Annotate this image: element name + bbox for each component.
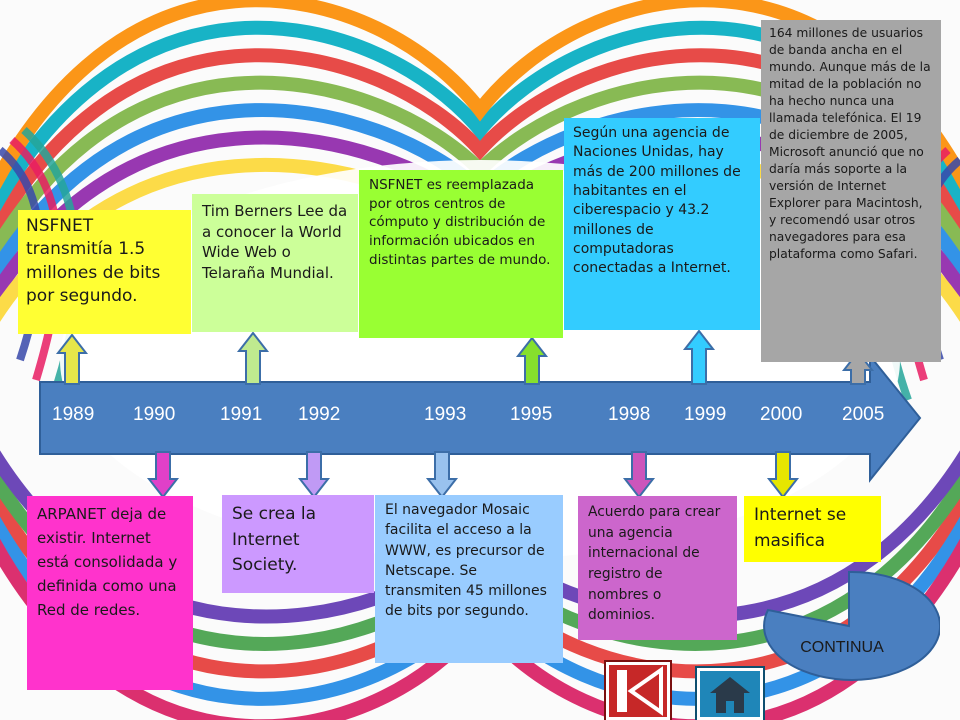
home-icon [710, 677, 750, 713]
year-label-1993: 1993 [424, 404, 467, 425]
year-label-1990: 1990 [133, 404, 176, 425]
event-1990: ARPANET deja de existir. Internet está c… [27, 496, 193, 690]
event-1999-text: Según una agencia de Naciones Unidas, ha… [573, 125, 741, 277]
event-1993-text: El navegador Mosaic facilita el acceso a… [385, 502, 547, 620]
event-1998-text: Acuerdo para crear una agencia internaci… [588, 504, 721, 624]
event-1999: Según una agencia de Naciones Unidas, ha… [564, 118, 760, 330]
continue-label: CONTINUA [800, 639, 884, 656]
home-button[interactable] [697, 668, 763, 720]
event-1989: NSFNET transmitía 1.5 millones de bits p… [18, 210, 191, 334]
year-label-1995: 1995 [510, 404, 553, 425]
event-1993: El navegador Mosaic facilita el acceso a… [375, 495, 563, 663]
event-1989-text: NSFNET transmitía 1.5 millones de bits p… [26, 216, 161, 307]
event-2005: 164 millones de usuarios de banda ancha … [761, 20, 941, 362]
back-button[interactable] [606, 662, 670, 720]
event-2005-text: 164 millones de usuarios de banda ancha … [769, 26, 931, 261]
continue-button[interactable]: CONTINUA [758, 566, 940, 686]
year-label-1989: 1989 [52, 404, 95, 425]
event-1992-text: Se crea la Internet Society. [232, 504, 317, 575]
event-2000: Internet se masifica [744, 496, 881, 562]
event-1992: Se crea la Internet Society. [222, 495, 374, 593]
event-1990-text: ARPANET deja de existir. Internet está c… [37, 505, 178, 619]
continue-pie-icon [763, 570, 940, 681]
year-label-2005: 2005 [842, 404, 885, 425]
year-label-2000: 2000 [760, 404, 803, 425]
skip-back-icon [617, 666, 663, 716]
event-1998: Acuerdo para crear una agencia internaci… [578, 496, 737, 640]
event-1991-text: Tim Berners Lee da a conocer la World Wi… [202, 202, 348, 283]
year-label-1992: 1992 [298, 404, 341, 425]
event-1995: NSFNET es reemplazada por otros centros … [359, 170, 563, 338]
event-1991: Tim Berners Lee da a conocer la World Wi… [192, 194, 358, 332]
year-label-1991: 1991 [220, 404, 263, 425]
event-1995-text: NSFNET es reemplazada por otros centros … [369, 177, 551, 268]
year-label-1998: 1998 [608, 404, 651, 425]
event-2000-text: Internet se masifica [754, 505, 847, 551]
year-label-1999: 1999 [684, 404, 727, 425]
